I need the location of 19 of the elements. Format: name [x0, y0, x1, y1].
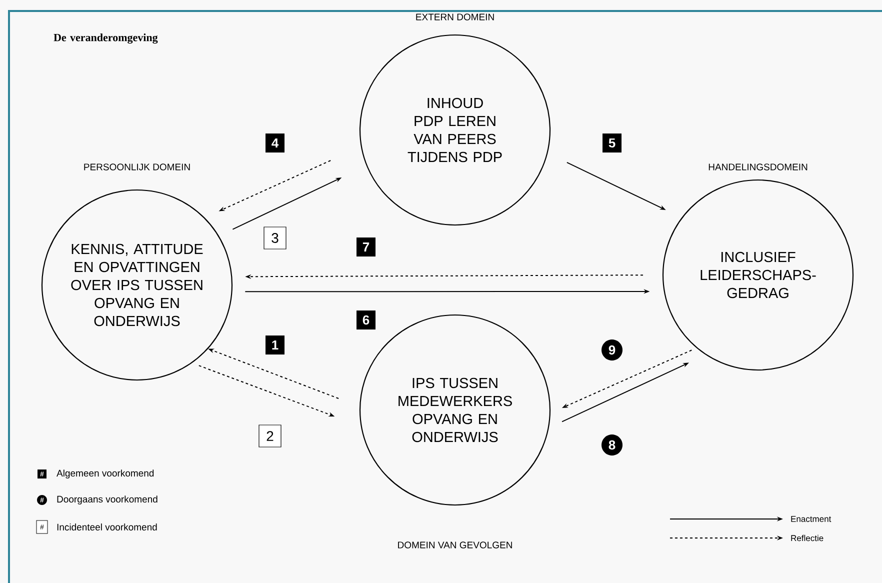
number-badge: 3: [264, 226, 286, 250]
legend-text: Enactment: [791, 516, 832, 522]
domain-label: DOMEIN VAN GEVOLGEN: [398, 542, 512, 548]
number-badge: 9: [602, 340, 622, 360]
number-badge: 2: [258, 424, 282, 448]
title: De veranderomgeving: [54, 34, 158, 44]
number-badge: 7: [356, 238, 376, 256]
legend-text: Incidenteel voorkomend: [57, 524, 157, 530]
number-badge: 1: [266, 336, 284, 354]
domain-label: EXTERN DOMEIN: [416, 14, 494, 20]
domain-label: HANDELINGSDOMEIN: [708, 164, 808, 170]
legend-text: Doorgaans voorkomend: [57, 496, 158, 504]
legend-text: Algemeen voorkomend: [56, 470, 154, 478]
number-badge: 5: [602, 134, 622, 152]
number-badge: 8: [602, 434, 622, 456]
domain-label: PERSOONLIJK DOMEIN: [84, 164, 190, 170]
legend-text: Reflectie: [791, 534, 824, 542]
number-badge: 6: [356, 310, 376, 330]
number-badge: 4: [266, 134, 284, 152]
